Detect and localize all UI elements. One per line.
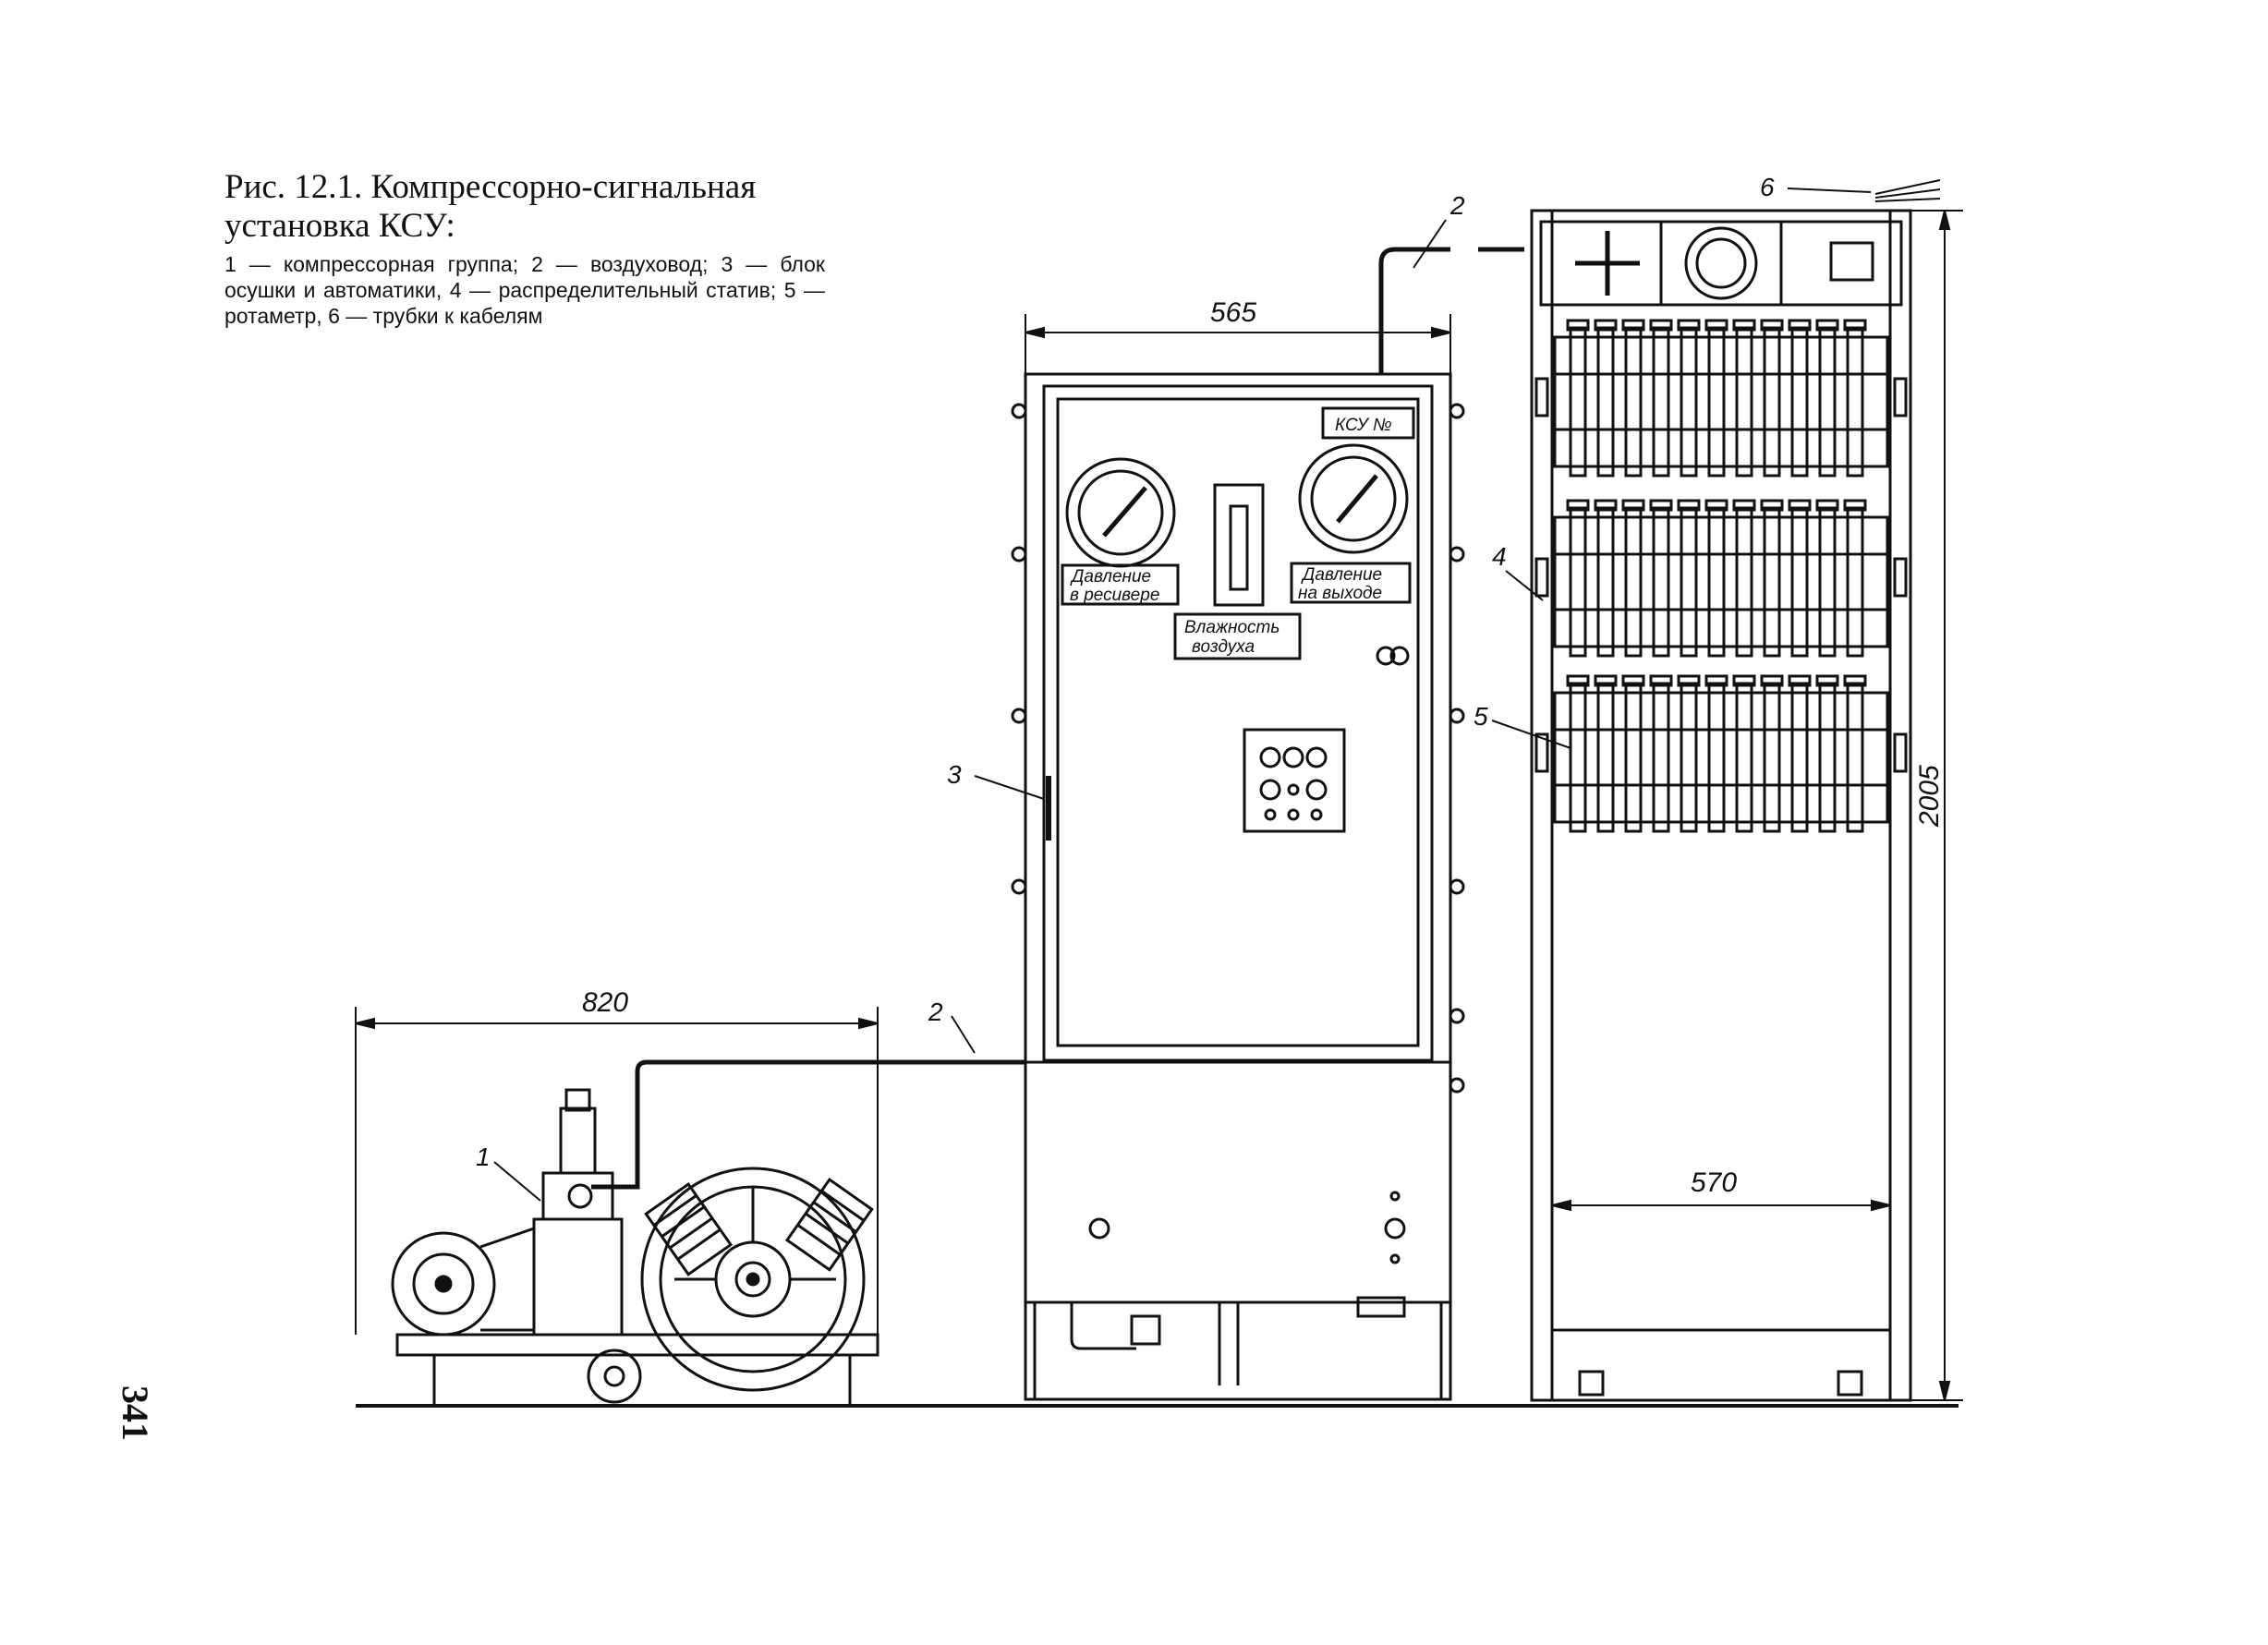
rotameter-tube <box>1790 326 1809 478</box>
rotameter-cap <box>1760 319 1784 332</box>
figure-caption: Рис. 12.1. Компрессорно-сигнальная устан… <box>224 168 825 329</box>
rotameter-tube <box>1569 682 1587 833</box>
rotameter-tube <box>1652 682 1670 833</box>
rotameter-cap <box>1677 319 1701 332</box>
rotameter-cap <box>1704 674 1728 687</box>
rotameter-tube <box>1818 326 1837 478</box>
nameplate-label: КСУ № <box>1335 416 1392 435</box>
dimension-820: 820 <box>582 987 628 1018</box>
rotameter-tube <box>1735 682 1753 833</box>
rotameter-cap <box>1732 499 1756 512</box>
dimension-565: 565 <box>1210 297 1256 328</box>
rotameter-cap <box>1788 674 1812 687</box>
rotameter-tube <box>1569 326 1587 478</box>
gauge-right-label-1: Давление <box>1301 565 1382 585</box>
rotameter-tube <box>1846 682 1864 833</box>
rotameter-tube <box>1846 326 1864 478</box>
figure-legend: 1 — компрессорная группа; 2 — воздуховод… <box>224 252 825 328</box>
rotameter-tube <box>1680 682 1698 833</box>
rotameter-cap <box>1843 499 1867 512</box>
gauge-left-label-2: в ресивере <box>1070 586 1159 605</box>
dimension-2005: 2005 <box>1914 765 1945 828</box>
rotameter-cap <box>1649 499 1673 512</box>
rotameter-tube <box>1818 506 1837 658</box>
rotameter-tube <box>1680 326 1698 478</box>
rotameter-cap <box>1704 499 1728 512</box>
rotameter-cap <box>1704 319 1728 332</box>
air-duct-upper <box>1378 247 1450 374</box>
rotameter-cap <box>1621 674 1645 687</box>
rotameter-tube <box>1818 682 1837 833</box>
gauge-right-label-2: на выходе <box>1298 584 1382 603</box>
rotameter-tube <box>1735 506 1753 658</box>
rotameter-cap <box>1649 319 1673 332</box>
callout-6: 6 <box>1760 173 1775 201</box>
rotameter-cap <box>1566 499 1590 512</box>
rotameter-row-1 <box>1553 335 1889 468</box>
rotameter-cap <box>1566 319 1590 332</box>
rotameter-cap <box>1815 499 1839 512</box>
rotameter-tube <box>1735 326 1753 478</box>
rotameter-cap <box>1621 499 1645 512</box>
rotameter-tube <box>1596 506 1615 658</box>
callout-5: 5 <box>1474 702 1488 731</box>
rotameter-cap <box>1621 319 1645 332</box>
dryer-automation-cabinet <box>1011 372 1465 1401</box>
rotameter-tube <box>1707 506 1726 658</box>
rotameter-cap <box>1760 499 1784 512</box>
rotameter-tube <box>1624 682 1643 833</box>
rotameter-tube <box>1707 326 1726 478</box>
rotameter-tube <box>1680 506 1698 658</box>
rotameter-tube <box>1624 506 1643 658</box>
callout-2-lower: 2 <box>928 998 943 1026</box>
rotameter-cap <box>1677 499 1701 512</box>
rotameter-tube <box>1596 326 1615 478</box>
dimension-lines <box>355 179 1963 1401</box>
callout-4: 4 <box>1492 542 1507 571</box>
rotameter-cap <box>1788 499 1812 512</box>
rotameter-tube <box>1596 682 1615 833</box>
rotameter-row-3 <box>1553 691 1889 824</box>
rotameter-tube <box>1763 326 1781 478</box>
rotameter-tube <box>1707 682 1726 833</box>
rotameter-cap <box>1760 674 1784 687</box>
rotameter-cap <box>1649 674 1673 687</box>
rotameter-cap <box>1815 674 1839 687</box>
rotameter-tube <box>1763 506 1781 658</box>
figure-title: Рис. 12.1. Компрессорно-сигнальная устан… <box>224 168 757 245</box>
rotameter-tube <box>1569 506 1587 658</box>
rotameter-cap <box>1843 319 1867 332</box>
rotameter-tube <box>1846 506 1864 658</box>
rotameter-cap <box>1566 674 1590 687</box>
rotameter-tubes <box>1566 319 1867 833</box>
rotameter-tube <box>1790 682 1809 833</box>
callout-1: 1 <box>476 1143 491 1171</box>
rotameter-row-2 <box>1553 515 1889 648</box>
rotameter-cap <box>1732 674 1756 687</box>
air-duct-lower <box>591 1059 1025 1190</box>
rotameter-tube <box>1652 326 1670 478</box>
dimension-570: 570 <box>1691 1167 1737 1198</box>
rotameter-tube <box>1790 506 1809 658</box>
gauge-left-label-1: Давление <box>1070 567 1151 587</box>
humidity-label-2: воздуха <box>1192 637 1255 657</box>
humidity-label-1: Влажность <box>1184 618 1280 637</box>
rotameter-cap <box>1594 499 1618 512</box>
callout-3: 3 <box>947 760 962 789</box>
rotameter-cap <box>1677 674 1701 687</box>
rotameter-tube <box>1652 506 1670 658</box>
distribution-rack <box>1530 209 1912 1402</box>
callout-2-upper: 2 <box>1449 191 1465 220</box>
rotameter-cap <box>1594 319 1618 332</box>
rotameter-cap <box>1594 674 1618 687</box>
rotameter-cap <box>1788 319 1812 332</box>
leader-lines <box>493 187 1872 1202</box>
compressor-group <box>391 1088 879 1404</box>
rotameter-cap <box>1732 319 1756 332</box>
rotameter-cap <box>1843 674 1867 687</box>
rotameter-tube <box>1763 682 1781 833</box>
rotameter-cap <box>1815 319 1839 332</box>
rotameter-tube <box>1624 326 1643 478</box>
